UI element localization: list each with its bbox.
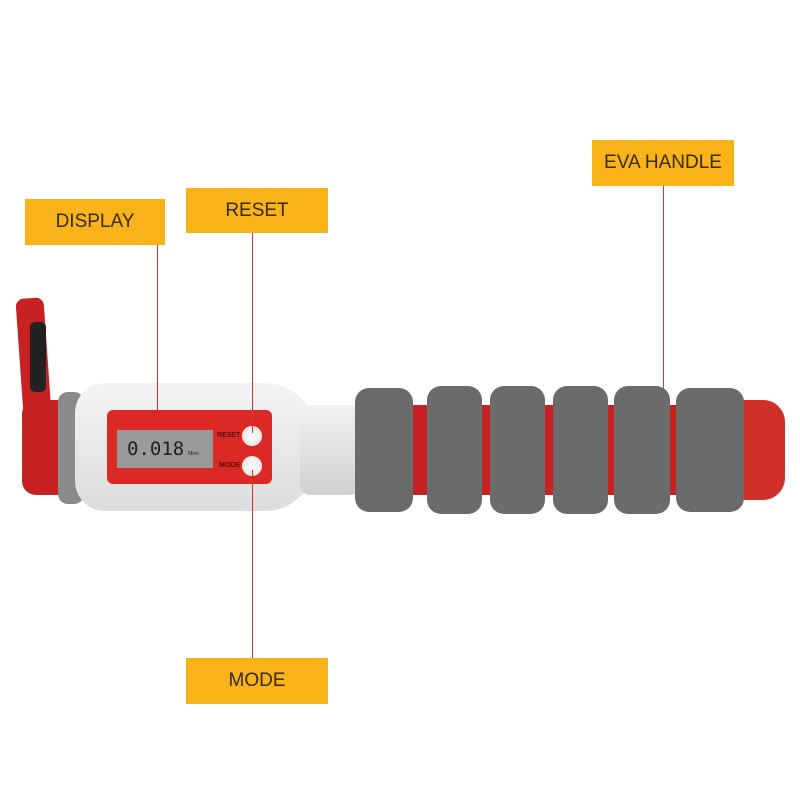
eva-handle-leader-line	[663, 186, 664, 390]
mode-button-label: MODE	[219, 462, 240, 469]
handle-neck	[300, 405, 360, 495]
foam-segment	[355, 388, 413, 512]
eva-handle-label: EVA HANDLE	[592, 140, 734, 186]
display-leader-line	[157, 245, 158, 410]
reset-label: RESET	[186, 188, 328, 233]
mode-label: MODE	[186, 658, 328, 704]
display-label: DISPLAY	[25, 199, 165, 245]
foam-segment	[427, 386, 482, 514]
foam-segment	[553, 386, 608, 514]
lcd-value: 0.018	[127, 438, 185, 460]
foam-segment	[614, 386, 670, 514]
reset-button[interactable]	[242, 426, 262, 446]
mode-leader-line	[252, 470, 253, 658]
reset-leader-line	[252, 233, 253, 433]
reset-button-label: RESET	[217, 432, 241, 439]
mode-button[interactable]	[242, 456, 262, 476]
lcd-unit: Mins	[188, 451, 199, 457]
lcd-display: 0.018 Mins	[117, 430, 213, 468]
foam-segment	[676, 388, 744, 512]
rope-clip	[30, 322, 46, 392]
foam-segment	[490, 386, 545, 514]
